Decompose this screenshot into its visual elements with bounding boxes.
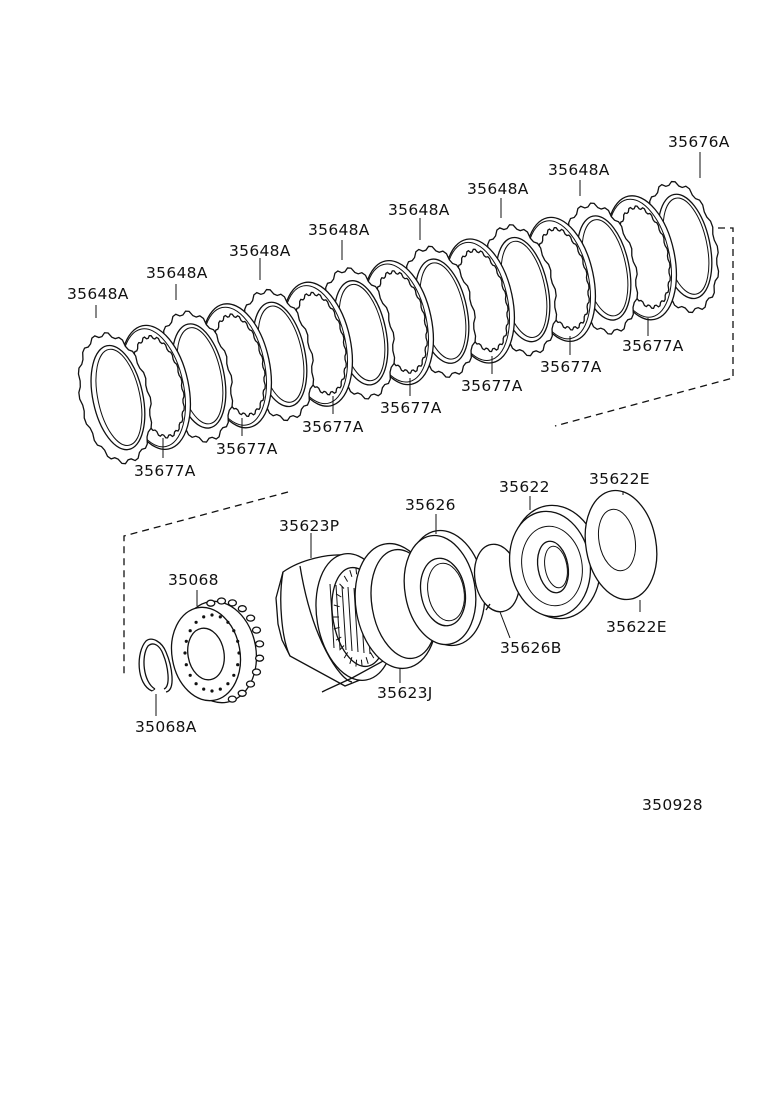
- drum-spline: [333, 604, 340, 608]
- bearing-roller-outer: [227, 695, 237, 703]
- drum-spline: [355, 567, 358, 575]
- drum-spline: [349, 570, 353, 577]
- bearing-roller: [236, 663, 240, 667]
- drum-spline: [349, 657, 353, 664]
- drum-spline: [369, 652, 375, 659]
- bearing-roller: [184, 663, 188, 667]
- bearing-roller: [194, 620, 198, 624]
- bearing-roller: [183, 651, 187, 655]
- bearing-roller-outer: [245, 614, 256, 622]
- bearing-roller: [188, 629, 192, 633]
- bearing-roller-outer: [216, 597, 227, 605]
- label-35623J: 35623J: [377, 684, 433, 702]
- drum-spline: [335, 636, 342, 641]
- bearing-roller: [232, 673, 236, 677]
- label-35677A-4: 35677A: [380, 399, 442, 417]
- label-35648A-1: 35648A: [67, 285, 129, 303]
- bearing-roller: [226, 620, 230, 624]
- drum-spline: [339, 645, 345, 651]
- drum-spline-line: [335, 584, 341, 650]
- bearing-roller: [202, 687, 206, 691]
- label-35622E-bottom: 35622E: [606, 618, 667, 636]
- bearing-roller-outer: [245, 680, 256, 688]
- bearing-roller-outer: [206, 599, 216, 607]
- label-35677A-7: 35677A: [622, 337, 684, 355]
- label-35648A-6: 35648A: [467, 180, 529, 198]
- label-35677A-1: 35677A: [134, 462, 196, 480]
- bearing-roller: [210, 613, 214, 617]
- label-35648A-5: 35648A: [388, 201, 450, 219]
- drum-spline-line: [329, 583, 335, 649]
- washer-35622E: [584, 489, 658, 601]
- drum-spline: [343, 575, 349, 582]
- label-35648A-4: 35648A: [308, 221, 370, 239]
- bearing-roller: [210, 689, 214, 693]
- drum-spline: [355, 659, 358, 667]
- snap-ring-35068A: [138, 638, 173, 693]
- bearing-roller: [188, 673, 192, 677]
- retainer-35622: [508, 504, 602, 620]
- group-outline-lower: [123, 491, 289, 674]
- bearing-roller-outer: [237, 689, 247, 697]
- label-35068A: 35068A: [135, 718, 197, 736]
- figure-number: 350928: [642, 796, 703, 814]
- drum-spline: [360, 659, 363, 667]
- label-35626: 35626: [405, 496, 456, 514]
- bearing-roller: [232, 629, 236, 633]
- group-outline-upper: [554, 227, 734, 427]
- bearing-roller-outer: [227, 599, 238, 607]
- bearing-35068: [170, 597, 265, 704]
- label-35622: 35622: [499, 478, 550, 496]
- clutch-pack-group: [77, 180, 720, 465]
- bearing-roller: [226, 682, 230, 686]
- bearing-roller-outer: [237, 605, 247, 613]
- piston-35626: [403, 529, 486, 647]
- bearing-roller: [218, 615, 222, 619]
- label-35068: 35068: [168, 571, 219, 589]
- clutch-plate-outer-teeth: [77, 332, 153, 465]
- bearing-roller-outer: [251, 668, 262, 676]
- bearing-roller: [236, 639, 240, 643]
- label-35648A-7: 35648A: [548, 161, 610, 179]
- bearing-roller: [194, 682, 198, 686]
- bearing-roller: [218, 687, 222, 691]
- bearing-roller-outer: [254, 654, 265, 662]
- label-35622E-top: 35622E: [589, 470, 650, 488]
- bearing-roller: [202, 615, 206, 619]
- label-35623P: 35623P: [279, 517, 339, 535]
- label-35648A-3: 35648A: [229, 242, 291, 260]
- bearing-roller: [184, 639, 188, 643]
- label-35648A-2: 35648A: [146, 264, 208, 282]
- label-35677A-3: 35677A: [302, 418, 364, 436]
- drum-spline: [343, 652, 349, 659]
- bearing-roller-outer: [254, 640, 265, 648]
- label-35677A-5: 35677A: [461, 377, 523, 395]
- part-labels: 35676A 35648A 35648A 35648A 35648A 35648…: [67, 133, 730, 814]
- bearing-roller: [237, 651, 241, 655]
- leader-lines: [95, 152, 701, 716]
- drum-spline-line: [341, 585, 347, 651]
- label-35677A-2: 35677A: [216, 440, 278, 458]
- drum-spline: [365, 657, 369, 664]
- label-35676A: 35676A: [668, 133, 730, 151]
- bearing-roller-outer: [251, 626, 262, 634]
- label-35626B: 35626B: [500, 639, 562, 657]
- label-35677A-6: 35677A: [540, 358, 602, 376]
- drum-spline-line: [347, 586, 353, 652]
